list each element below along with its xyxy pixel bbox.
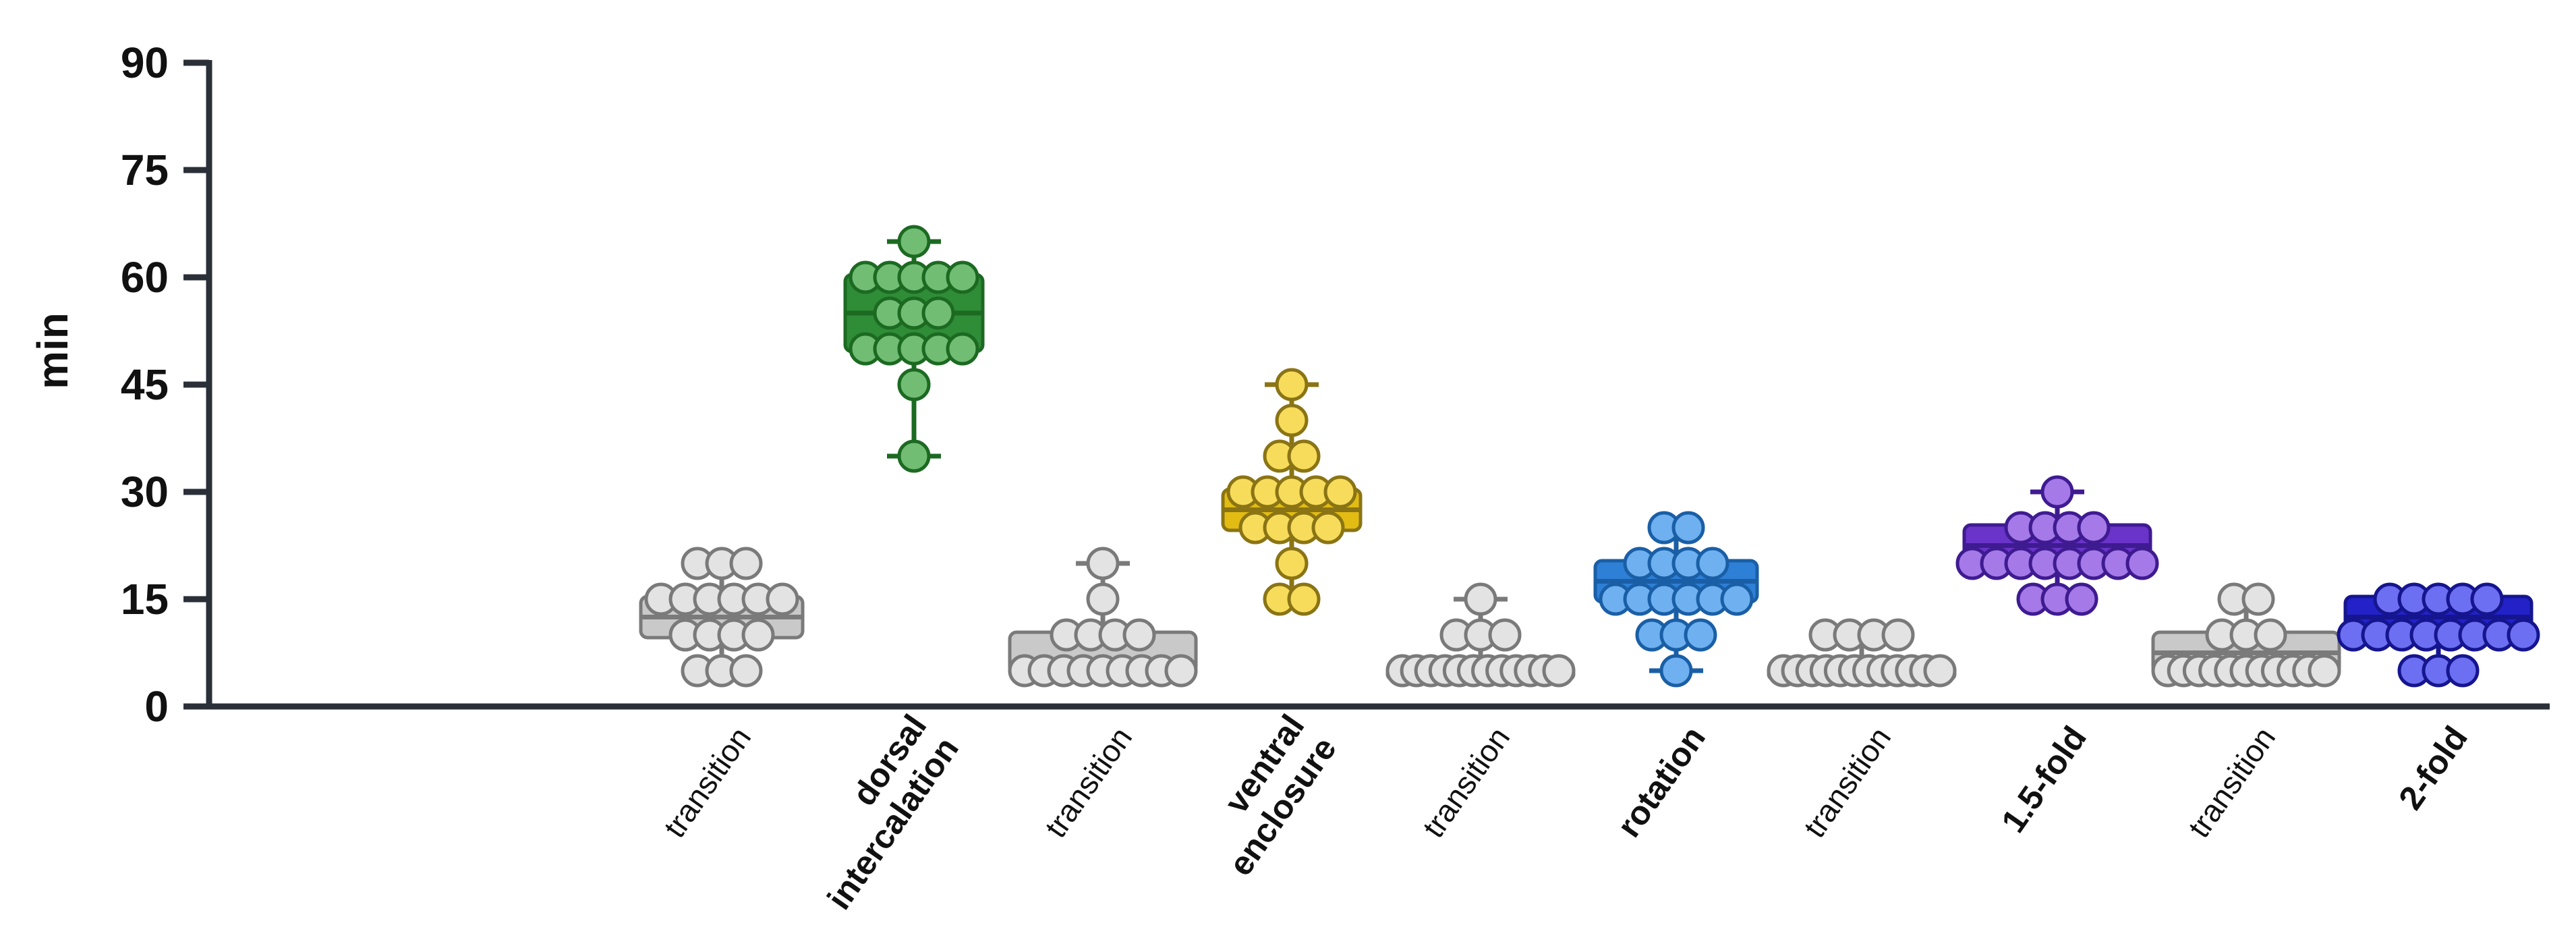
data-point <box>1488 618 1522 652</box>
data-point <box>2125 547 2159 580</box>
y-tick-label: 90 <box>121 38 169 87</box>
data-point <box>897 439 931 473</box>
data-point <box>946 332 979 366</box>
data-point <box>2077 511 2111 545</box>
y-tick-label: 75 <box>121 146 169 194</box>
data-point <box>1684 618 1717 652</box>
x-category-label: transition <box>1038 721 1139 844</box>
data-point <box>1696 547 1729 580</box>
data-point <box>1164 654 1198 688</box>
group-transition-pre-ventral-enclosure- <box>1008 547 1198 688</box>
data-point <box>897 368 931 401</box>
data-point <box>946 260 979 294</box>
data-point <box>1287 582 1321 616</box>
group-transition-pre-dorsal-intercalation- <box>639 547 805 688</box>
y-axis: 0 15 30 45 60 75 90 <box>121 38 212 731</box>
data-point <box>1086 582 1120 616</box>
group-rotation <box>1593 511 1759 688</box>
group-ventral-enclosure <box>1221 368 1363 616</box>
data-point <box>1122 618 1156 652</box>
group-transition-pre-1-5-fold- <box>1767 618 1957 688</box>
data-point <box>2308 654 2341 688</box>
data-point <box>1881 618 1915 652</box>
data-point <box>2507 618 2540 652</box>
x-category-label: transition <box>2181 721 2283 844</box>
y-tick-label: 45 <box>121 360 169 409</box>
y-tick-label: 15 <box>121 575 169 623</box>
data-point <box>1323 475 1357 509</box>
data-point <box>897 225 931 258</box>
data-point <box>921 296 955 330</box>
data-point <box>1086 547 1120 580</box>
data-point <box>1923 654 1957 688</box>
y-tick-label: 60 <box>121 253 169 302</box>
data-point <box>2254 618 2287 652</box>
data-point <box>1311 511 1345 545</box>
data-point <box>729 654 763 688</box>
data-point <box>1671 511 1705 545</box>
group-2-fold <box>2337 582 2540 688</box>
group-transition-pre-rotation- <box>1385 582 1576 688</box>
x-category-label: 2-fold <box>2391 719 2475 816</box>
data-point <box>729 547 763 580</box>
x-category-label: rotation <box>1609 719 1713 844</box>
x-category-label: dorsalintercalation <box>788 708 966 916</box>
y-tick-label: 0 <box>144 682 169 731</box>
y-axis-title: min <box>28 312 77 389</box>
x-category-label: transition <box>1416 721 1517 844</box>
data-point <box>1287 439 1321 473</box>
x-category-label: 1.5-fold <box>1994 719 2094 839</box>
group-1-5-fold <box>1955 475 2159 616</box>
data-point <box>1464 582 1497 616</box>
plot-area <box>639 225 2540 688</box>
x-category-label: transition <box>1797 721 1898 844</box>
data-point <box>1275 368 1309 401</box>
data-point <box>2446 654 2480 688</box>
group-dorsal-intercalation <box>843 225 985 473</box>
x-axis-labels: transition dorsalintercalation transition v… <box>657 708 2475 916</box>
data-point <box>1275 547 1309 580</box>
group-transition-pre-2-fold- <box>2151 582 2341 688</box>
data-point <box>1275 404 1309 437</box>
data-point <box>2470 582 2504 616</box>
x-category-label: ventralenclosure <box>1189 708 1344 883</box>
data-point <box>766 582 799 616</box>
data-point <box>2065 582 2098 616</box>
data-point <box>1720 582 1754 616</box>
data-point <box>1659 654 1693 688</box>
y-tick-label: 30 <box>121 468 169 516</box>
data-point <box>741 618 775 652</box>
data-point <box>1542 654 1576 688</box>
x-category-label: transition <box>657 721 758 844</box>
data-point <box>2241 582 2275 616</box>
data-point <box>2040 475 2074 509</box>
